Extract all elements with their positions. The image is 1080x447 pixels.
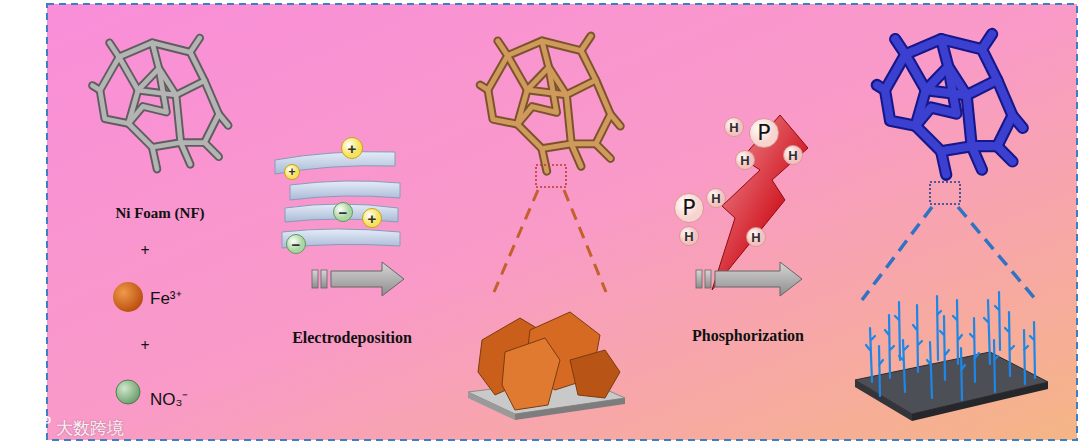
plus-sign: + [140, 242, 149, 260]
step-label: Electrodeposition [292, 329, 412, 347]
node-text: H [740, 154, 749, 167]
node-text: H [751, 231, 760, 244]
hydrogen-circle: H [783, 145, 803, 165]
hydrogen-circle: H [679, 226, 699, 246]
watermark: 大数跨境 [56, 417, 124, 440]
ion-label: Fe³⁺ [150, 286, 182, 309]
ion-label: NO₃⁻ [150, 387, 188, 410]
node-text: P [682, 197, 695, 219]
node-text: + [288, 166, 295, 178]
cation-circle: + [284, 164, 300, 180]
hydrogen-circle: H [746, 227, 766, 247]
node-text: H [788, 149, 797, 162]
anion-circle: − [333, 202, 353, 222]
node-text: H [729, 121, 738, 134]
cation-circle: + [341, 137, 363, 159]
node-text: + [348, 141, 357, 156]
node-text: P [757, 122, 770, 144]
hydrogen-circle: H [735, 150, 755, 170]
phosphorus-circle: P [674, 193, 704, 223]
anion-circle: − [286, 234, 306, 254]
node-text: − [339, 205, 348, 220]
cation-circle: + [362, 208, 382, 228]
node-text: − [292, 237, 301, 252]
phosphorus-circle: P [749, 118, 779, 148]
node-text: + [368, 211, 377, 226]
node-text: H [684, 230, 693, 243]
hydrogen-circle: H [706, 188, 726, 208]
node-text: H [711, 192, 720, 205]
plus-sign: + [140, 337, 149, 355]
hydrogen-circle: H [724, 117, 744, 137]
step-label: Phosphorization [692, 327, 804, 345]
material-label: Ni Foam (NF) [115, 205, 204, 222]
